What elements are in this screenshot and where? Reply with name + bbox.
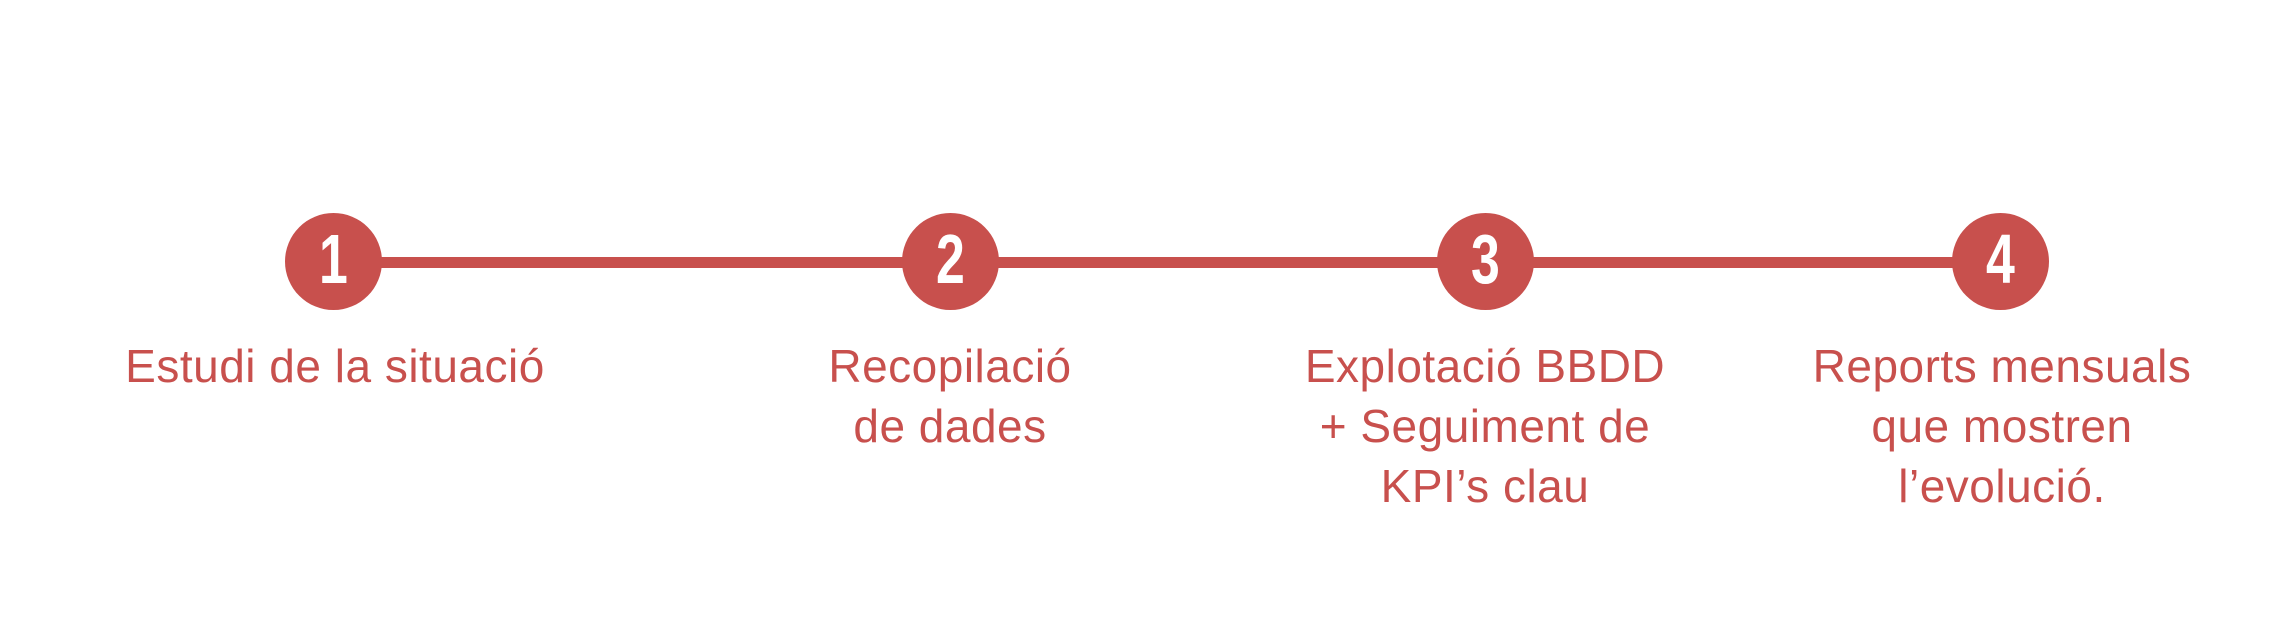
step-1-marker: 1 [285, 213, 382, 310]
step-2-label: Recopilació de dades [828, 340, 1072, 452]
step-2-number: 2 [936, 219, 965, 298]
step-2-marker: 2 [902, 213, 999, 310]
step-1-label: Estudi de la situació [125, 340, 545, 392]
step-3-label: Explotació BBDD + Seguiment de KPI’s cla… [1304, 340, 1666, 512]
step-3-number: 3 [1471, 219, 1500, 298]
step-4-marker: 4 [1952, 213, 2049, 310]
step-4-label: Reports mensuals que mostren l’evolució. [1812, 340, 2192, 512]
step-3-marker: 3 [1437, 213, 1534, 310]
step-1-number: 1 [319, 219, 348, 298]
step-4-number: 4 [1986, 219, 2015, 298]
timeline-connector-line [333, 257, 2000, 268]
